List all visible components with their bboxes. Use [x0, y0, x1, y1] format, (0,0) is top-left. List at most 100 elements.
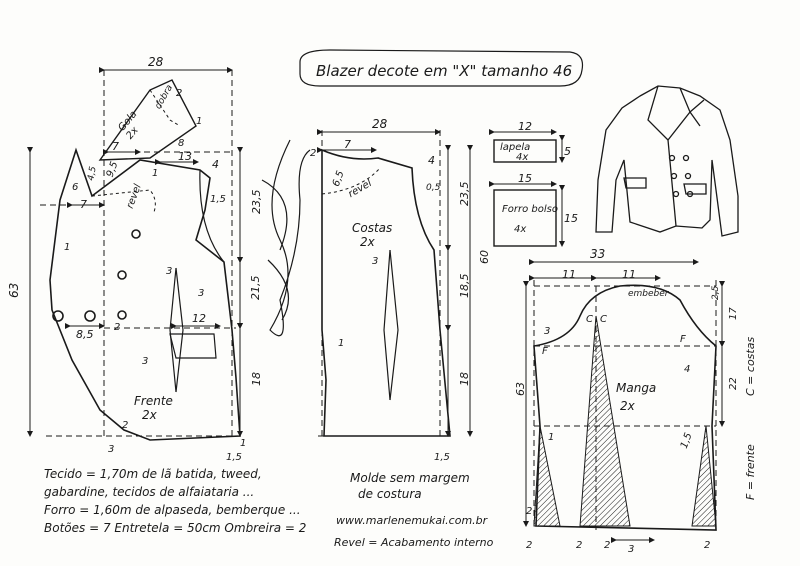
note-tecido: Tecido = 1,70m de lã batida, tweed,	[44, 467, 262, 481]
sleeve-left: 11	[562, 268, 576, 281]
front-dim-2b: 2	[122, 420, 128, 431]
sleeve-labels: 33 11 11 63 17 22 2,5 3 3 2 2 2 2 2 1,5 …	[514, 247, 739, 555]
back-piece-label: Costas	[352, 221, 392, 235]
pocket-piece	[489, 181, 565, 247]
back-dim-2: 2	[310, 148, 316, 159]
sleeve-dim-2d: 2	[704, 540, 710, 551]
lapela-piece	[489, 129, 565, 163]
front-dim-3c: 3	[166, 266, 172, 277]
back-dim-1: 1	[338, 338, 344, 349]
back-dim-7: 7	[344, 138, 351, 151]
pocket-label: Forro bolso	[502, 204, 558, 215]
front-revel-label: revel	[125, 183, 144, 211]
front-piece-label: Frente	[134, 394, 173, 408]
lapela-width: 12	[518, 120, 532, 133]
pocket-qty: 4x	[514, 224, 526, 235]
back-revel-label: revel	[347, 178, 374, 200]
front-dim-7a: 7	[112, 140, 119, 153]
sleeve-dim-2b: 2	[576, 540, 582, 551]
back-width-label: 28	[372, 117, 388, 131]
back-dim-3: 3	[372, 256, 378, 267]
front-height-label: 63	[7, 283, 21, 298]
front-dim-1a: 1	[64, 242, 70, 253]
back-dim-1-5: 1,5	[434, 452, 450, 463]
sleeve-dim-3: 3	[544, 326, 550, 337]
back-labels: 28 7 4 2 6,5 23,5 18,5 18 60 3 1 0,5 1,5…	[310, 117, 491, 463]
collar-dim-1: 1	[196, 116, 202, 127]
front-dim-12: 12	[192, 312, 206, 325]
note-molde: Molde sem margem	[350, 471, 470, 485]
front-dim-7b: 7	[80, 198, 87, 211]
pocket-width: 15	[518, 172, 532, 185]
front-dim-2a: 2	[114, 322, 120, 333]
front-dim-4: 4	[212, 158, 219, 171]
back-piece-qty: 2x	[360, 235, 376, 249]
sleeve-dim-2-5: 2,5	[711, 285, 721, 300]
back-dim-6-5: 6,5	[331, 169, 347, 188]
signature	[261, 139, 311, 337]
front-dim-13: 13	[178, 150, 192, 163]
sleeve-piece	[523, 259, 725, 543]
front-dim-18: 18	[250, 372, 263, 386]
back-dim-60: 60	[478, 250, 491, 264]
lapela-height: 5	[564, 145, 571, 158]
sleeve-mark-f-left: F	[542, 346, 548, 357]
back-piece	[317, 129, 473, 440]
sleeve-width: 33	[590, 247, 605, 261]
note-molde-2: de costura	[358, 487, 422, 501]
sleeve-embeber: embeber	[628, 289, 670, 299]
collar-dim-8: 8	[178, 138, 184, 149]
pattern-title: Blazer decote em "X" tamanho 46	[316, 62, 572, 80]
sleeve-mark-f-right: F	[680, 334, 686, 345]
jacket-sketch	[595, 85, 739, 237]
note-botoes: Botões = 7 Entretela = 50cm Ombreira = 2	[44, 521, 306, 535]
sleeve-dim-1-5: 1,5	[679, 431, 695, 450]
front-dim-1c: 1	[240, 438, 246, 449]
back-dim-0-5: 0,5	[426, 183, 441, 193]
note-tecido-2: gabardine, tecidos de alfaiataria ...	[44, 485, 254, 499]
sleeve-height: 63	[514, 382, 527, 396]
note-revel: Revel = Acabamento interno	[334, 536, 494, 549]
sleeve-dim-2e: 2	[526, 506, 532, 517]
front-dim-23-5: 23,5	[250, 190, 263, 215]
sleeve-dim-4: 4	[684, 364, 690, 375]
front-dim-1-5a: 1,5	[210, 194, 226, 205]
front-piece-qty: 2x	[142, 408, 158, 422]
front-dim-9-5: 9,5	[105, 160, 121, 179]
back-dim-4: 4	[428, 154, 435, 167]
front-dim-4-5: 4,5	[86, 165, 98, 181]
front-dim-3a: 3	[108, 444, 114, 455]
sleeve-dim-3b: 3	[628, 544, 634, 555]
front-dim-6: 6	[72, 182, 78, 193]
front-dim-3b: 3	[198, 288, 204, 299]
lapela-qty: 4x	[516, 152, 528, 163]
front-piece	[27, 67, 243, 441]
note-site: www.marlenemukai.com.br	[336, 514, 489, 527]
collar-dim-2: 2	[176, 88, 182, 99]
sleeve-mark-c-left: C	[586, 314, 593, 325]
sleeve-dim-17: 17	[728, 307, 739, 320]
legend-costas: C = costas	[744, 337, 757, 396]
title-bubble: Blazer decote em "X" tamanho 46	[299, 49, 584, 87]
legend-frente: F = frente	[744, 444, 757, 500]
sleeve-label: Manga	[616, 381, 656, 395]
note-forro: Forro = 1,60m de alpaseda, bemberque ...	[44, 503, 301, 517]
back-dim-18-5: 18,5	[458, 274, 471, 299]
lapela-label: lapela	[500, 142, 530, 153]
back-dim-23-5: 23,5	[458, 182, 471, 207]
sleeve-qty: 2x	[620, 399, 636, 413]
pocket-height: 15	[564, 212, 578, 225]
front-dim-8-5: 8,5	[76, 328, 94, 341]
front-dim-3d: 3	[142, 356, 148, 367]
sleeve-dim-1: 1	[548, 432, 554, 443]
front-dim-1b: 1	[152, 168, 158, 179]
sleeve-dim-22: 22	[728, 377, 739, 390]
notes: Tecido = 1,70m de lã batida, tweed, gaba…	[44, 467, 494, 549]
front-dim-21-5: 21,5	[249, 276, 262, 301]
sleeve-dim-2c: 2	[604, 540, 610, 551]
back-dim-18: 18	[458, 372, 471, 386]
front-labels: 28 63 7 7 13 4 23,5 21,5 18 12 8,5 9,5 6…	[7, 55, 263, 463]
sleeve-right: 11	[622, 268, 636, 281]
